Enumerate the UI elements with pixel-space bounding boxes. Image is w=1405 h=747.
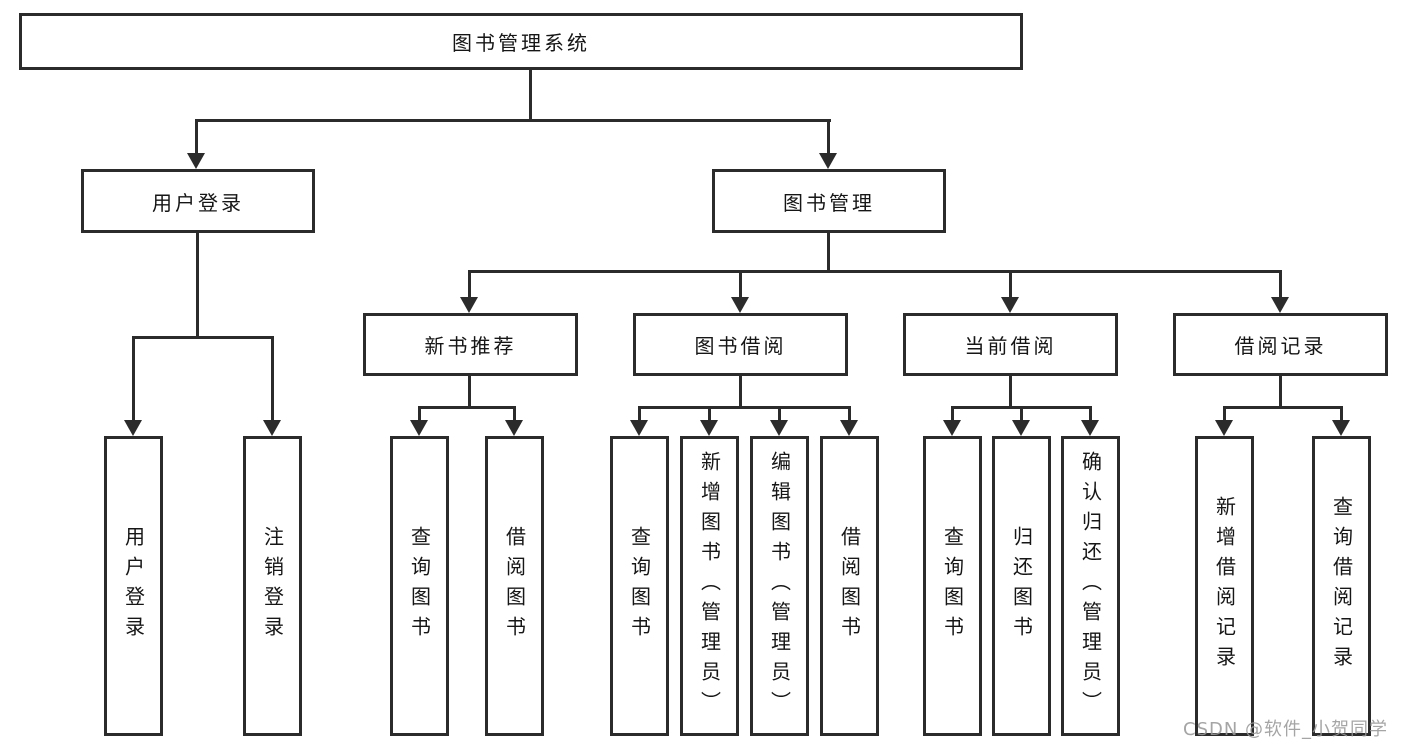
- leaf-bb-add-books-admin: 新增图书（管理员）: [680, 436, 739, 736]
- connector-leaf: [1089, 406, 1092, 422]
- leaf-bb-query-books: 查询图书: [610, 436, 669, 736]
- node-user-login-label: 用户登录: [152, 190, 244, 215]
- arrow-down-icon: [1012, 420, 1030, 436]
- csdn-watermark: CSDN @软件_小贺同学: [1183, 719, 1389, 740]
- leaf-cb-return-books: 归还图书: [992, 436, 1051, 736]
- leaf-cb-confirm-return-admin-label: 确认归还（管理员）: [1078, 451, 1103, 721]
- node-book-borrow: 图书借阅: [633, 313, 848, 376]
- connector-leaf: [951, 406, 954, 422]
- connector-book-borrow-stem: [739, 376, 742, 406]
- connector-new-book-rec-branch: [418, 406, 516, 409]
- leaf-nbr-borrow-books: 借阅图书: [485, 436, 544, 736]
- leaf-bb-query-books-label: 查询图书: [627, 526, 652, 646]
- node-current-borrow: 当前借阅: [903, 313, 1118, 376]
- leaf-user-login-label: 用户登录: [121, 526, 146, 646]
- leaf-br-add-record: 新增借阅记录: [1195, 436, 1254, 736]
- connector-borrow-records-stem: [1279, 376, 1282, 406]
- connector-leaf: [1020, 406, 1023, 422]
- arrow-down-icon: [187, 153, 205, 169]
- arrow-down-icon: [731, 297, 749, 313]
- connector-book-mgmt-branch: [468, 270, 1282, 273]
- connector-user-login-stem: [196, 233, 199, 336]
- connector-root-branch: [195, 119, 831, 122]
- connector-leaf: [848, 406, 851, 422]
- leaf-logout-label: 注销登录: [260, 526, 285, 646]
- arrow-down-icon: [124, 420, 142, 436]
- leaf-cb-query-books: 查询图书: [923, 436, 982, 736]
- node-book-borrow-label: 图书借阅: [694, 334, 787, 358]
- connector-to-current-borrow: [1009, 270, 1012, 298]
- leaf-br-query-record: 查询借阅记录: [1312, 436, 1371, 736]
- node-root: 图书管理系统: [19, 13, 1023, 70]
- leaf-nbr-query-books-label: 查询图书: [407, 526, 432, 646]
- leaf-bb-edit-books-admin-label: 编辑图书（管理员）: [767, 451, 792, 721]
- connector-leaf: [1340, 406, 1343, 422]
- connector-user-login-branch: [132, 336, 274, 339]
- leaf-br-query-record-label: 查询借阅记录: [1329, 496, 1354, 676]
- arrow-down-icon: [1332, 420, 1350, 436]
- leaf-bb-borrow-books-label: 借阅图书: [837, 526, 862, 646]
- node-book-mgmt: 图书管理: [712, 169, 946, 233]
- arrow-down-icon: [840, 420, 858, 436]
- connector-borrow-records-branch: [1223, 406, 1343, 409]
- connector-leaf: [778, 406, 781, 422]
- leaf-cb-return-books-label: 归还图书: [1009, 526, 1034, 646]
- arrow-down-icon: [700, 420, 718, 436]
- leaf-nbr-query-books: 查询图书: [390, 436, 449, 736]
- arrow-down-icon: [1001, 297, 1019, 313]
- node-new-book-rec: 新书推荐: [363, 313, 578, 376]
- connector-to-borrow-records: [1279, 270, 1282, 298]
- arrow-down-icon: [819, 153, 837, 169]
- leaf-nbr-borrow-books-label: 借阅图书: [502, 526, 527, 646]
- connector-to-leaf-user-login: [132, 336, 135, 422]
- node-current-borrow-label: 当前借阅: [964, 334, 1057, 358]
- arrow-down-icon: [460, 297, 478, 313]
- leaf-br-add-record-label: 新增借阅记录: [1212, 496, 1237, 676]
- node-user-login: 用户登录: [81, 169, 315, 233]
- arrow-down-icon: [505, 420, 523, 436]
- leaf-logout: 注销登录: [243, 436, 302, 736]
- connector-new-book-rec-stem: [468, 376, 471, 406]
- connector-book-borrow-branch: [638, 406, 851, 409]
- connector-leaf: [638, 406, 641, 422]
- arrow-down-icon: [1081, 420, 1099, 436]
- leaf-bb-borrow-books: 借阅图书: [820, 436, 879, 736]
- connector-book-mgmt-stem: [827, 233, 830, 270]
- arrow-down-icon: [1215, 420, 1233, 436]
- connector-to-new-book-rec: [468, 270, 471, 298]
- leaf-cb-confirm-return-admin: 确认归还（管理员）: [1061, 436, 1120, 736]
- leaf-bb-add-books-admin-label: 新增图书（管理员）: [697, 451, 722, 721]
- connector-leaf: [1223, 406, 1226, 422]
- connector-current-borrow-stem: [1009, 376, 1012, 406]
- connector-leaf: [513, 406, 516, 422]
- arrow-down-icon: [1271, 297, 1289, 313]
- arrow-down-icon: [410, 420, 428, 436]
- connector-root-stem: [529, 70, 532, 119]
- connector-to-book-mgmt: [827, 119, 830, 155]
- connector-to-leaf-logout: [271, 336, 274, 422]
- node-book-mgmt-label: 图书管理: [783, 190, 875, 215]
- node-new-book-rec-label: 新书推荐: [424, 334, 517, 358]
- node-borrow-records-label: 借阅记录: [1234, 334, 1327, 358]
- arrow-down-icon: [943, 420, 961, 436]
- arrow-down-icon: [263, 420, 281, 436]
- connector-to-user-login: [195, 119, 198, 155]
- node-root-label: 图书管理系统: [452, 31, 590, 55]
- arrow-down-icon: [770, 420, 788, 436]
- leaf-cb-query-books-label: 查询图书: [940, 526, 965, 646]
- connector-to-book-borrow: [739, 270, 742, 298]
- node-borrow-records: 借阅记录: [1173, 313, 1388, 376]
- arrow-down-icon: [630, 420, 648, 436]
- leaf-user-login: 用户登录: [104, 436, 163, 736]
- connector-leaf: [708, 406, 711, 422]
- leaf-bb-edit-books-admin: 编辑图书（管理员）: [750, 436, 809, 736]
- connector-leaf: [418, 406, 421, 422]
